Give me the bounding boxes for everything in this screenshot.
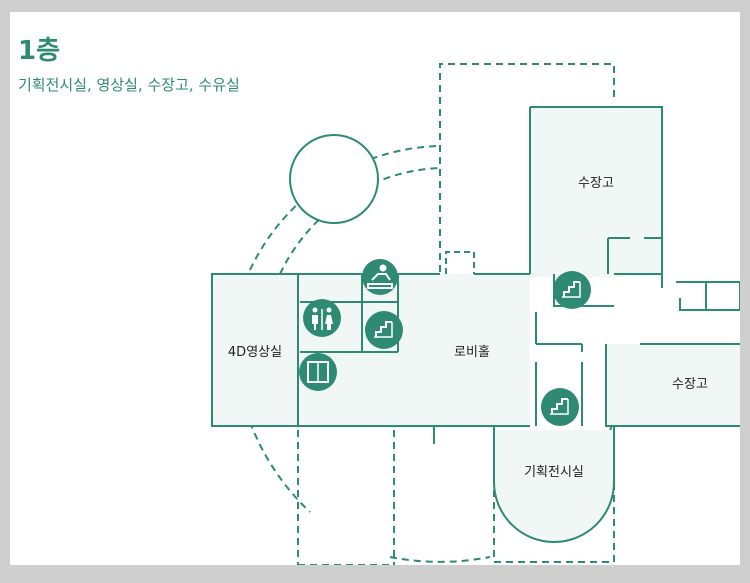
floor-title: 1층 [18, 36, 61, 66]
restroom-icon [303, 299, 341, 337]
dashed-structure-bottom-left [297, 430, 395, 565]
stairs-icon [365, 311, 403, 349]
room-storage-right: 수장고 [672, 377, 708, 392]
floor-plan: 수장고 수장고 4D영상실 로비홀 기획전시실 [211, 63, 740, 565]
dashed-structure-small [445, 251, 475, 274]
floor-subtitle: 기획전시실, 영상실, 수장고, 수유실 [18, 76, 240, 94]
dashed-structure-top [439, 63, 615, 272]
stairs-icon [541, 388, 579, 426]
room-storage-top: 수장고 [578, 176, 614, 191]
dashed-structure-bottom-right [493, 430, 615, 563]
room-lobby: 로비홀 [454, 345, 490, 360]
round-structure [289, 134, 379, 224]
elevator-icon [299, 353, 337, 391]
nursing-room-icon [362, 259, 398, 295]
room-exhibition: 기획전시실 [524, 465, 584, 480]
stairs-icon [553, 271, 591, 309]
floor-map: 1층 기획전시실, 영상실, 수장고, 수유실 [10, 12, 740, 565]
room-cinema: 4D영상실 [228, 345, 282, 360]
